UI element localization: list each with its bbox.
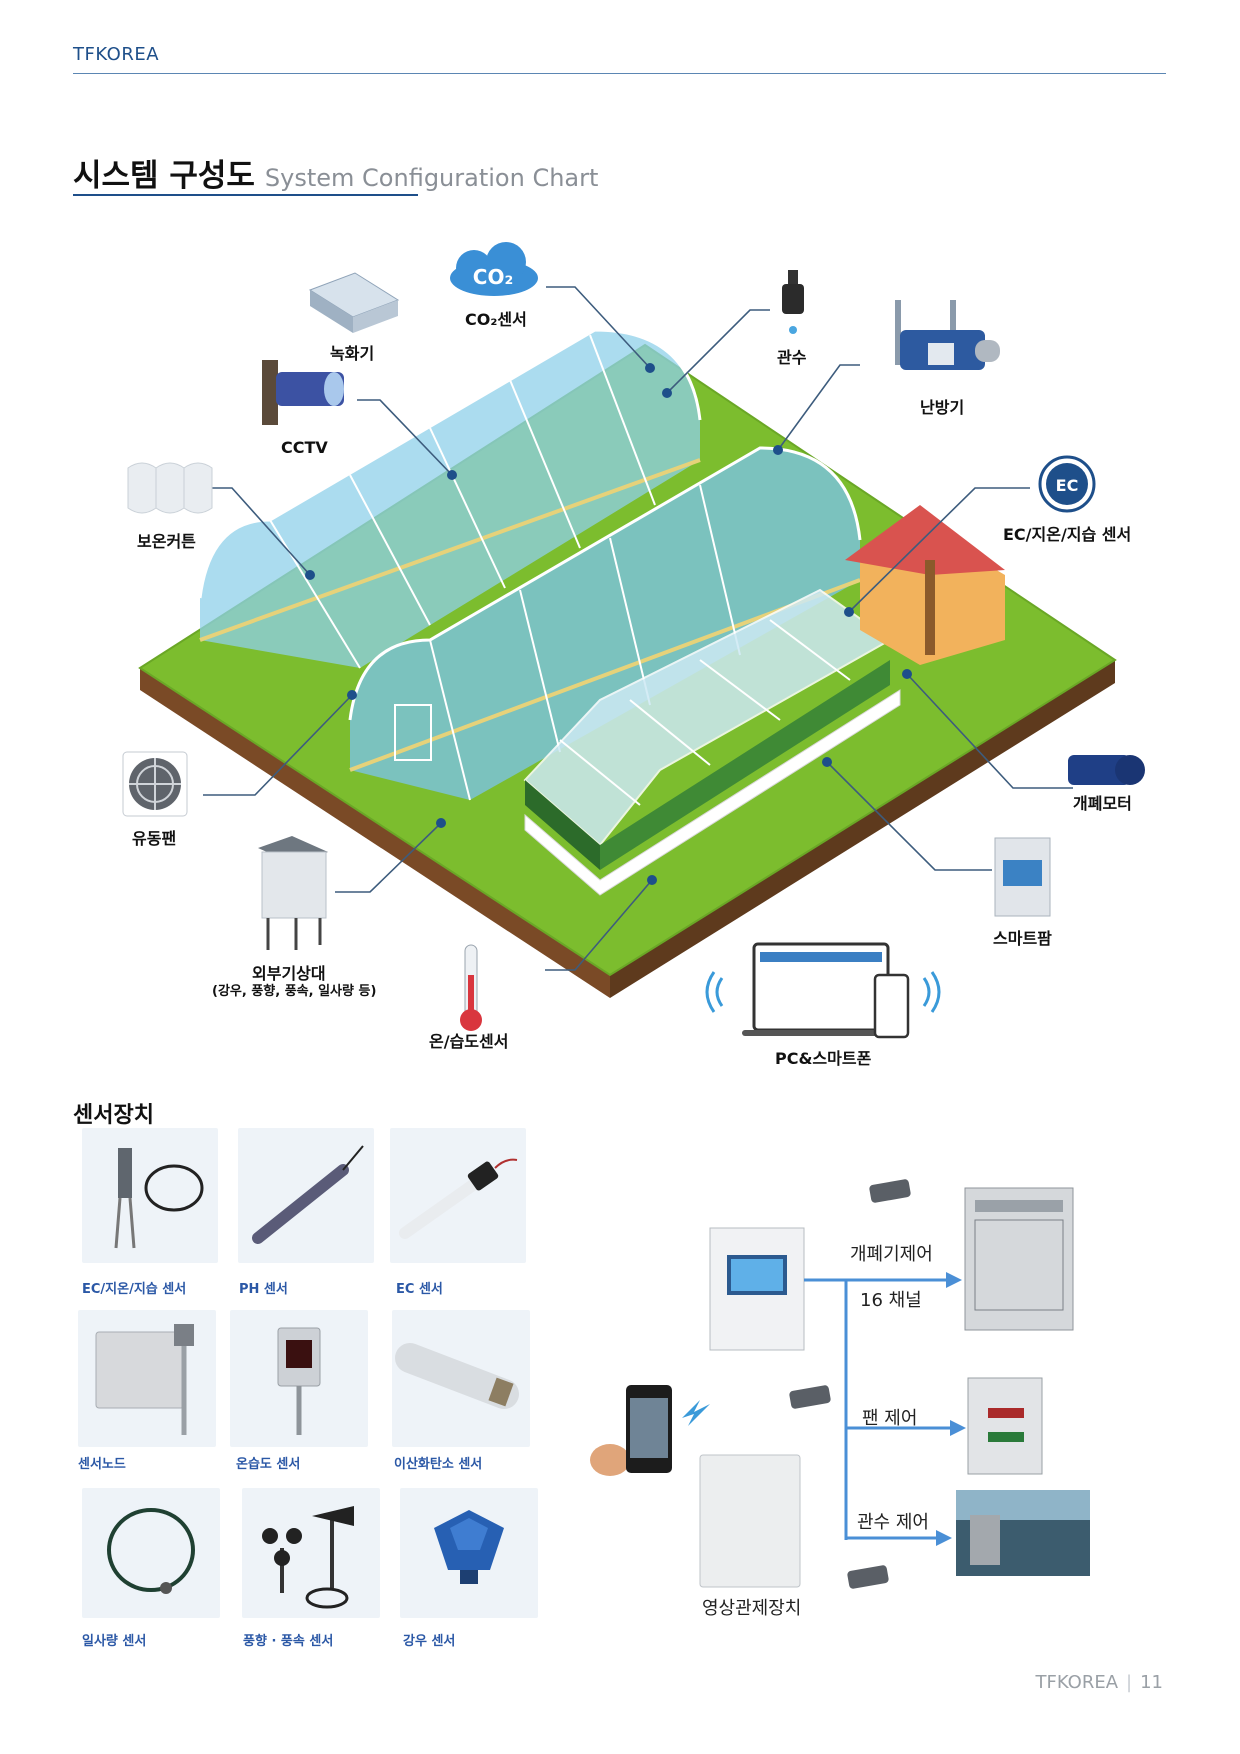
sensor-caption: 일사량 센서 [82,1634,147,1649]
pump-house [845,505,1005,665]
label-weather-station: 외부기상대 [252,964,326,983]
sensor-item [230,1310,368,1447]
sensor-caption: 센서노드 [78,1457,126,1472]
sensor-item [82,1488,220,1618]
sensor-caption: EC 센서 [396,1282,443,1297]
page-title-ko: 시스템 구성도 [73,158,255,194]
sensor-item [82,1128,218,1263]
opener-panel-image [964,1187,1074,1331]
label-cctv: CCTV [281,438,328,457]
ec-badge-icon: EC [1038,455,1096,513]
wind-sensor-image [262,1506,354,1609]
page-number: 11 [1140,1672,1163,1693]
control-diagram [590,1179,1090,1589]
sensor-caption: EC/지온/지습 센서 [82,1282,187,1297]
thermometer-icon [460,944,482,1031]
label-smartfarm: 스마트팜 [993,929,1052,948]
ec-soil-sensor-image [114,1148,204,1249]
sensor-item [242,1488,380,1618]
footer-brand: TFKOREA [1035,1672,1119,1693]
sensor-item [400,1488,538,1618]
camera-icon [789,1179,911,1589]
irrigation-photo [956,1490,1090,1576]
footer: TFKOREA | 11 [1035,1672,1163,1693]
connector-dots [305,363,912,885]
sensor-caption: 풍향 · 풍속 센서 [243,1634,334,1649]
weather-station-icon [258,836,328,950]
rain-sensor-image [434,1510,504,1584]
sensor-item [78,1310,216,1447]
motor-icon [1068,755,1145,785]
label-fan: 유동팬 [132,829,177,848]
heater-icon [895,300,1000,370]
label-opener-control: 개폐기제어 [850,1244,933,1265]
sensor-item [392,1310,530,1447]
header-brand: TFKOREA [73,44,160,65]
co2-icon-text: CO₂ [473,265,513,289]
ec-icon-text: EC [1056,476,1079,495]
label-recorder: 녹화기 [330,344,375,363]
sensors-section-title: 센서장치 [73,1103,154,1128]
sensor-item [238,1128,374,1263]
page-title: 시스템 구성도 System Configuration Chart [73,150,598,195]
label-co2-sensor: CO₂센서 [465,310,527,329]
sensor-caption: PH 센서 [239,1282,288,1297]
co2-cloud-icon: CO₂ [450,242,538,296]
video-control-image [699,1454,801,1588]
ph-sensor-image [252,1145,364,1244]
thermo-hygro-sensor-image [277,1327,321,1435]
title-underline [73,194,418,196]
sensor-node-image [95,1324,194,1435]
dripper-icon [782,270,804,334]
label-irrigation: 관수 [777,348,807,367]
footer-separator: | [1126,1672,1133,1693]
label-irrigation-control: 관수 제어 [857,1512,929,1533]
fan-icon [122,751,188,817]
sensor-caption: 이산화탄소 센서 [394,1457,483,1472]
page-title-en: System Configuration Chart [264,164,599,192]
label-curtain: 보온커튼 [137,532,196,551]
ec-sensor-image [399,1158,518,1239]
wireless-icon [682,1400,710,1426]
label-fan-control: 팬 제어 [862,1408,918,1429]
sensor-item [390,1128,526,1263]
label-thermo-sensor: 온/습도센서 [429,1032,509,1051]
label-ec-sensor: EC/지온/지습 센서 [1003,525,1132,544]
pc-phone-icon [705,942,941,1039]
curtain-icon [127,462,213,514]
smartfarm-panel-icon [994,837,1051,917]
greenhouse-left [198,328,702,669]
label-motor: 개폐모터 [1073,794,1132,813]
sensor-caption: 온습도 센서 [236,1457,301,1472]
co2-sensor-image [395,1343,519,1409]
cctv-icon [262,360,344,425]
label-weather-station-sub: (강우, 풍향, 풍속, 일사량 등) [212,984,377,999]
solar-radiation-sensor-image [107,1508,195,1594]
recorder-icon [308,272,400,333]
sensor-caption: 강우 센서 [403,1634,456,1649]
header-divider [73,73,1166,74]
label-heater: 난방기 [920,398,965,417]
label-video-control: 영상관제장치 [702,1598,802,1619]
smartphone-hand-icon [590,1385,672,1476]
main-controller-image [709,1227,805,1351]
control-arrows [804,1272,966,1546]
label-pc-phone: PC&스마트폰 [775,1049,872,1068]
label-channels: 16 채널 [860,1290,922,1311]
fan-panel-image [967,1377,1043,1475]
system-diagram: CO₂ EC [122,242,1145,1039]
